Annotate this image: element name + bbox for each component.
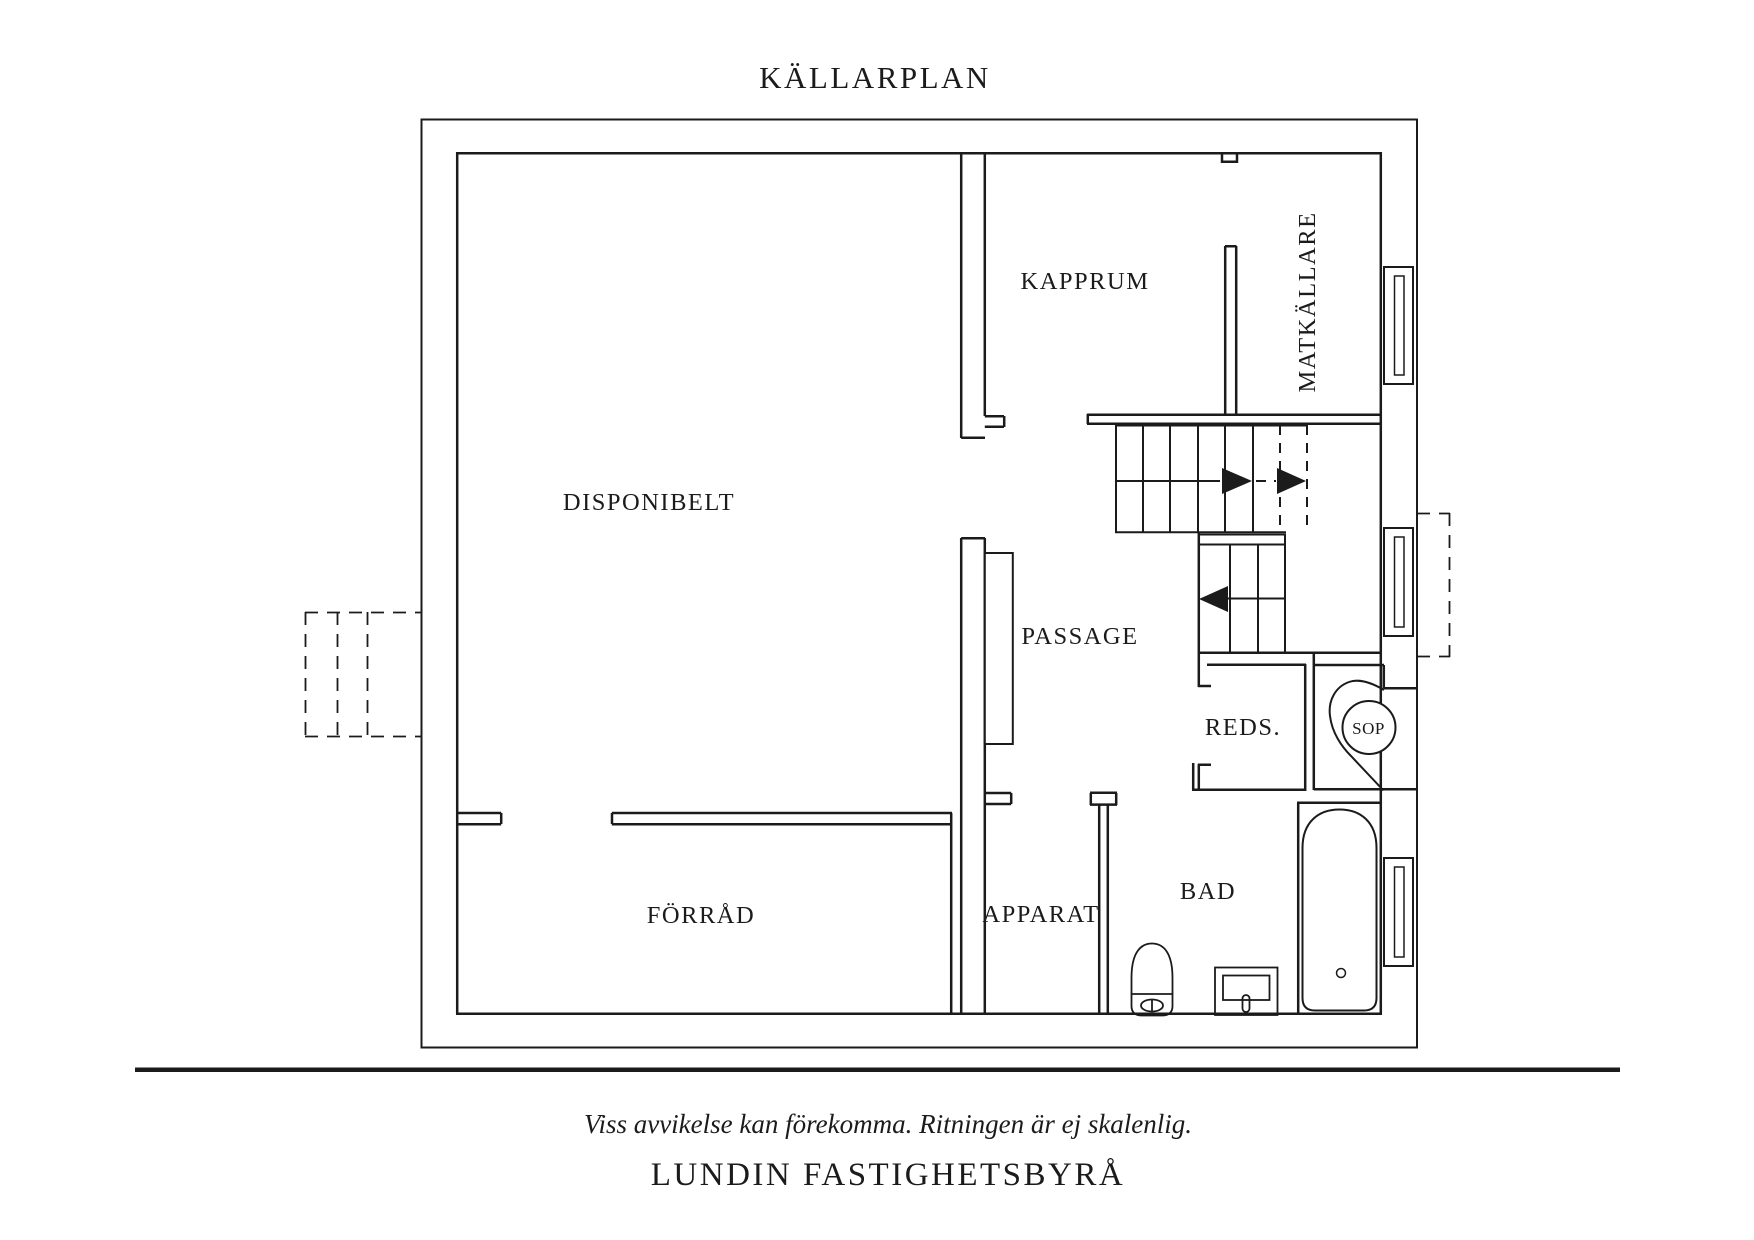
interior-walls [455, 151, 1416, 1016]
stair-treads-dashed [1256, 425, 1308, 532]
toilet-icon [1130, 942, 1174, 1017]
disclaimer-text: Viss avvikelse kan förekomma. Ritningen … [584, 1109, 1192, 1139]
page-title: KÄLLARPLAN [759, 60, 991, 95]
footer: Viss avvikelse kan förekomma. Ritningen … [135, 1067, 1620, 1193]
window-icon [1383, 266, 1414, 385]
stair-up-arrow2-icon [1277, 468, 1306, 494]
sink-icon [1214, 966, 1279, 1016]
passage-door-leaf [983, 552, 1014, 745]
stair-up-arrow-icon [1222, 468, 1252, 494]
window-icon [1383, 527, 1414, 637]
bathtub-icon [1301, 808, 1378, 1012]
staircase [1115, 424, 1308, 652]
outer-wall [420, 118, 1418, 1049]
left-exterior-stair [304, 611, 421, 738]
room-label-passage: PASSAGE [1021, 623, 1138, 650]
room-labels: DISPONIBELT KAPPRUM MATKÄLLARE PASSAGE R… [563, 211, 1385, 929]
room-label-reds: REDS. [1205, 714, 1281, 741]
room-label-matkallare: MATKÄLLARE [1294, 211, 1321, 392]
room-label-bad: BAD [1180, 878, 1236, 905]
room-label-apparat: APPARAT [982, 901, 1099, 928]
exterior-dashed-stairs [304, 512, 1451, 738]
sop-circle [1341, 700, 1397, 755]
room-label-kapprum: KAPPRUM [1021, 268, 1150, 295]
windows [1383, 266, 1414, 967]
stair-treads-lower [1198, 533, 1286, 652]
brand-name: LUNDIN FASTIGHETSBYRÅ [651, 1156, 1125, 1193]
garbage-chute [1328, 679, 1397, 792]
room-label-disponibelt: DISPONIBELT [563, 489, 735, 516]
window-icon [1383, 857, 1414, 967]
room-label-forrad: FÖRRÅD [647, 902, 755, 929]
room-label-sop: SOP [1352, 719, 1385, 738]
stair-down-arrow-icon [1199, 586, 1228, 612]
right-exterior-landing [1417, 512, 1451, 658]
footer-divider [135, 1067, 1620, 1072]
